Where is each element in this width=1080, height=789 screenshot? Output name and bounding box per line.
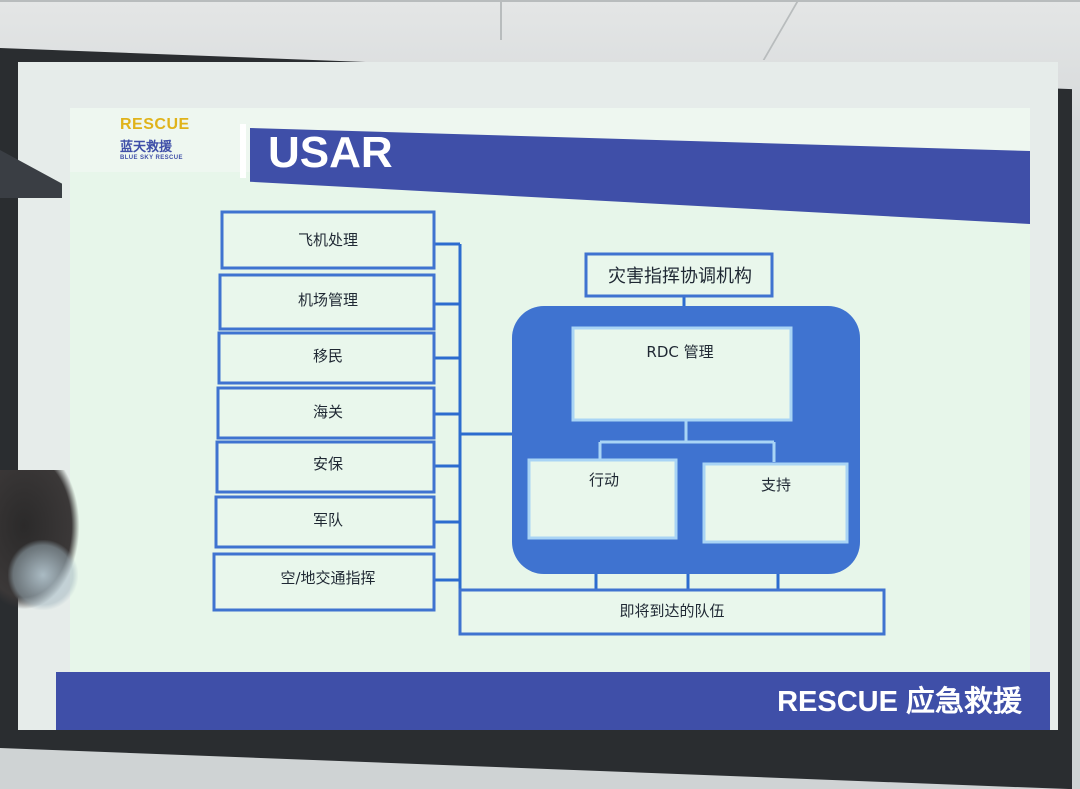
box-label: 即将到达的队伍: [619, 602, 724, 620]
box-outline: [527, 458, 678, 540]
logo-rescue-text: RESCUE: [120, 116, 190, 133]
logo-english-text: BLUE SKY RESCUE: [120, 155, 183, 161]
water-bottle: [8, 540, 78, 610]
logo: RESCUE 蓝天救援 BLUE SKY RESCUE: [88, 110, 228, 172]
title-divider: [240, 124, 246, 178]
box-coordination-agency: 灾害指挥协调机构: [584, 252, 774, 298]
box-outline: [212, 552, 436, 612]
box-air-ground-traffic: 空/地交通指挥: [212, 552, 436, 612]
box-label: 海关: [313, 403, 343, 421]
box-outline: [215, 440, 436, 494]
box-label: 飞机处理: [298, 231, 358, 249]
box-label: RDC 管理: [646, 343, 713, 361]
ceiling-line: [0, 0, 1080, 2]
box-security: 安保: [215, 440, 436, 494]
footer-text: RESCUE 应急救援: [777, 686, 1022, 718]
box-outline: [216, 386, 436, 440]
box-label: 机场管理: [298, 291, 358, 309]
footer-bar: [56, 672, 1050, 730]
box-arriving-teams: 即将到达的队伍: [458, 588, 886, 636]
slide-title: USAR: [268, 128, 393, 177]
org-diagram: 飞机处理 机场管理 移民 海关 安保 军队 空/地交通指挥 灾害指挥协调机构: [212, 210, 886, 636]
box-outline: [571, 326, 793, 422]
box-label: 行动: [589, 471, 619, 489]
box-label: 安保: [313, 455, 343, 473]
box-immigration: 移民: [217, 331, 436, 385]
box-label: 支持: [761, 476, 791, 494]
left-boxes: 飞机处理 机场管理 移民 海关 安保 军队 空/地交通指挥: [212, 210, 436, 612]
box-label: 空/地交通指挥: [280, 569, 375, 587]
box-outline: [220, 210, 436, 270]
box-rdc-management: RDC 管理: [571, 326, 793, 422]
box-outline: [702, 462, 849, 544]
box-label: 灾害指挥协调机构: [608, 266, 752, 287]
box-outline: [214, 495, 436, 549]
box-airport-management: 机场管理: [218, 273, 436, 331]
ceiling-line: [500, 0, 502, 40]
box-outline: [458, 588, 886, 636]
box-label: 移民: [313, 347, 343, 365]
box-outline: [584, 252, 774, 298]
box-customs: 海关: [216, 386, 436, 440]
box-operations: 行动: [527, 458, 678, 540]
box-aircraft-handling: 飞机处理: [220, 210, 436, 270]
box-support: 支持: [702, 462, 849, 544]
box-outline: [217, 331, 436, 385]
inner-connectors: [598, 420, 776, 462]
box-military: 军队: [214, 495, 436, 549]
box-label: 军队: [313, 511, 343, 529]
logo-chinese-text: 蓝天救援: [120, 140, 173, 155]
box-outline: [218, 273, 436, 331]
